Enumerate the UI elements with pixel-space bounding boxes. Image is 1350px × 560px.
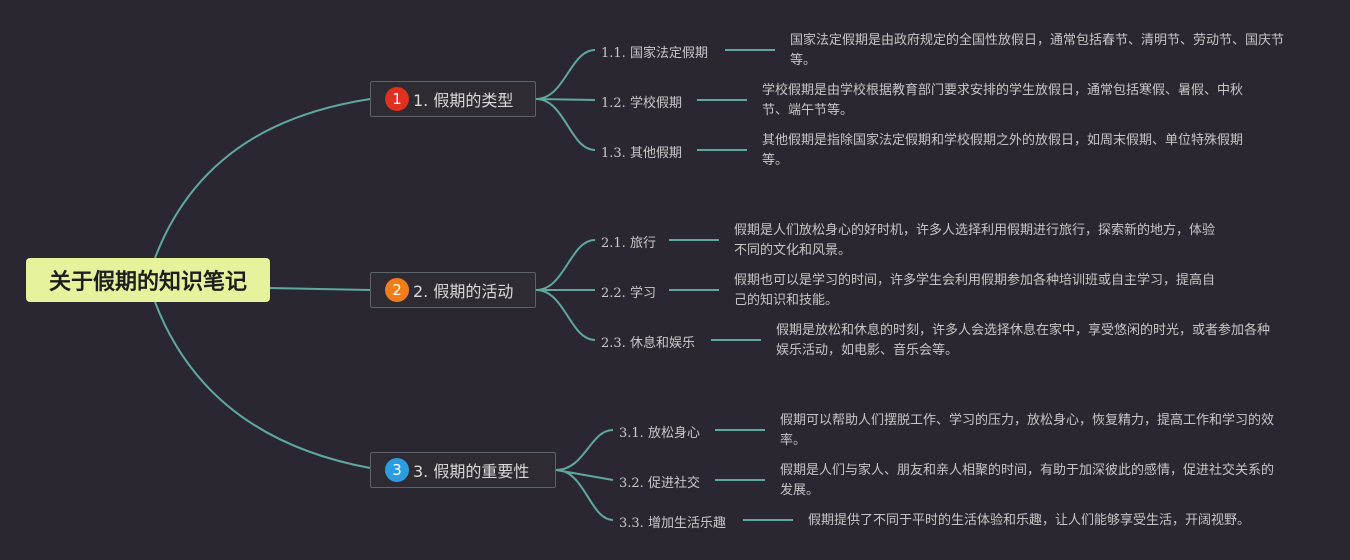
branch-topic-2[interactable]: 2 2. 假期的活动 [370,272,536,308]
description-2-2: 假期也可以是学习的时间，许多学生会利用假期参加各种培训班或自主学习，提高自己的知… [734,273,1216,308]
subtopic-3-1[interactable]: 3.1. 放松身心 [619,426,700,441]
branch-label: 2. 假期的活动 [413,282,514,301]
connector-b1-s2 [535,98,596,101]
branch-label: 1. 假期的类型 [413,91,514,110]
root-title: 关于假期的知识笔记 [48,270,247,295]
priority-3-badge-icon: 3 [385,458,409,482]
connector-b2-s1 [535,239,596,291]
priority-2-badge-icon: 2 [385,278,409,302]
subtopic-2-2[interactable]: 2.2. 学习 [601,286,656,301]
priority-1-badge-icon: 1 [385,87,409,111]
connector-b3-s3 [555,469,614,521]
branch-topic-3[interactable]: 3 3. 假期的重要性 [370,452,556,488]
connector-b2-s3 [535,289,596,341]
root-topic[interactable]: 关于假期的知识笔记 [26,258,270,302]
description-1-1: 国家法定假期是由政府规定的全国性放假日，通常包括春节、清明节、劳动节、国庆节等。 [790,33,1285,68]
subtopic-1-3[interactable]: 1.3. 其他假期 [601,146,682,161]
branch-topic-1[interactable]: 1 1. 假期的类型 [370,81,536,117]
connector-b1-s1 [535,49,596,100]
description-3-3: 假期提供了不同于平时的生活体验和乐趣，让人们能够享受生活，开阔视野。 [808,513,1251,528]
description-3-2: 假期是人们与家人、朋友和亲人相聚的时间，有助于加深彼此的感情，促进社交关系的发展… [780,463,1275,498]
description-1-2: 学校假期是由学校根据教育部门要求安排的学生放假日，通常包括寒假、暑假、中秋节、端… [762,83,1244,118]
connector-b1-s3 [535,98,596,151]
description-2-1: 假期是人们放松身心的好时机，许多人选择利用假期进行旅行，探索新的地方，体验不同的… [734,223,1216,258]
connector-root-branch-1 [154,98,371,259]
subtopic-3-3[interactable]: 3.3. 增加生活乐趣 [619,516,726,531]
branch-label: 3. 假期的重要性 [413,462,530,481]
connector-b3-s1 [555,429,614,471]
subtopic-1-2[interactable]: 1.2. 学校假期 [601,96,682,111]
subtopic-2-1[interactable]: 2.1. 旅行 [601,236,656,251]
subtopic-2-3[interactable]: 2.3. 休息和娱乐 [601,336,695,351]
connector-root-branch-3 [154,301,371,469]
connector-root-branch-2 [269,287,371,291]
description-1-3: 其他假期是指除国家法定假期和学校假期之外的放假日，如周末假期、单位特殊假期等。 [762,133,1244,168]
description-3-1: 假期可以帮助人们摆脱工作、学习的压力，放松身心，恢复精力，提高工作和学习的效率。 [780,413,1275,448]
connector-b3-s2 [555,469,614,481]
subtopic-1-1[interactable]: 1.1. 国家法定假期 [601,46,708,61]
subtopic-3-2[interactable]: 3.2. 促进社交 [619,476,700,491]
description-2-3: 假期是放松和休息的时刻，许多人会选择休息在家中，享受悠闲的时光，或者参加各种娱乐… [776,323,1271,358]
